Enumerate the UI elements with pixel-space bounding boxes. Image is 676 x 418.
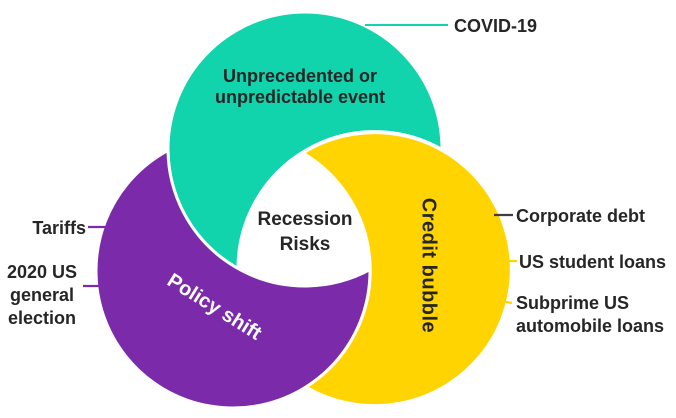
diagram-center-title: Recession Risks — [257, 209, 353, 255]
segment-credit-bubble-label: Credit bubble — [417, 197, 440, 334]
callout-tariffs: Tariffs — [32, 218, 86, 238]
segment-credit-bubble-shape — [301, 131, 513, 408]
callout-2020-election: 2020 US general election — [6, 262, 78, 328]
subprime-connector-line — [489, 297, 513, 305]
segment-unprecedented-label: Unprecedented or unpredictable event — [214, 66, 386, 107]
callout-subprime-auto-loans: Subprime US automobile loans — [516, 293, 665, 336]
callout-corporate-debt: Corporate debt — [516, 206, 646, 226]
callout-covid19: COVID-19 — [454, 16, 538, 36]
callout-us-student-loans: US student loans — [519, 252, 667, 272]
